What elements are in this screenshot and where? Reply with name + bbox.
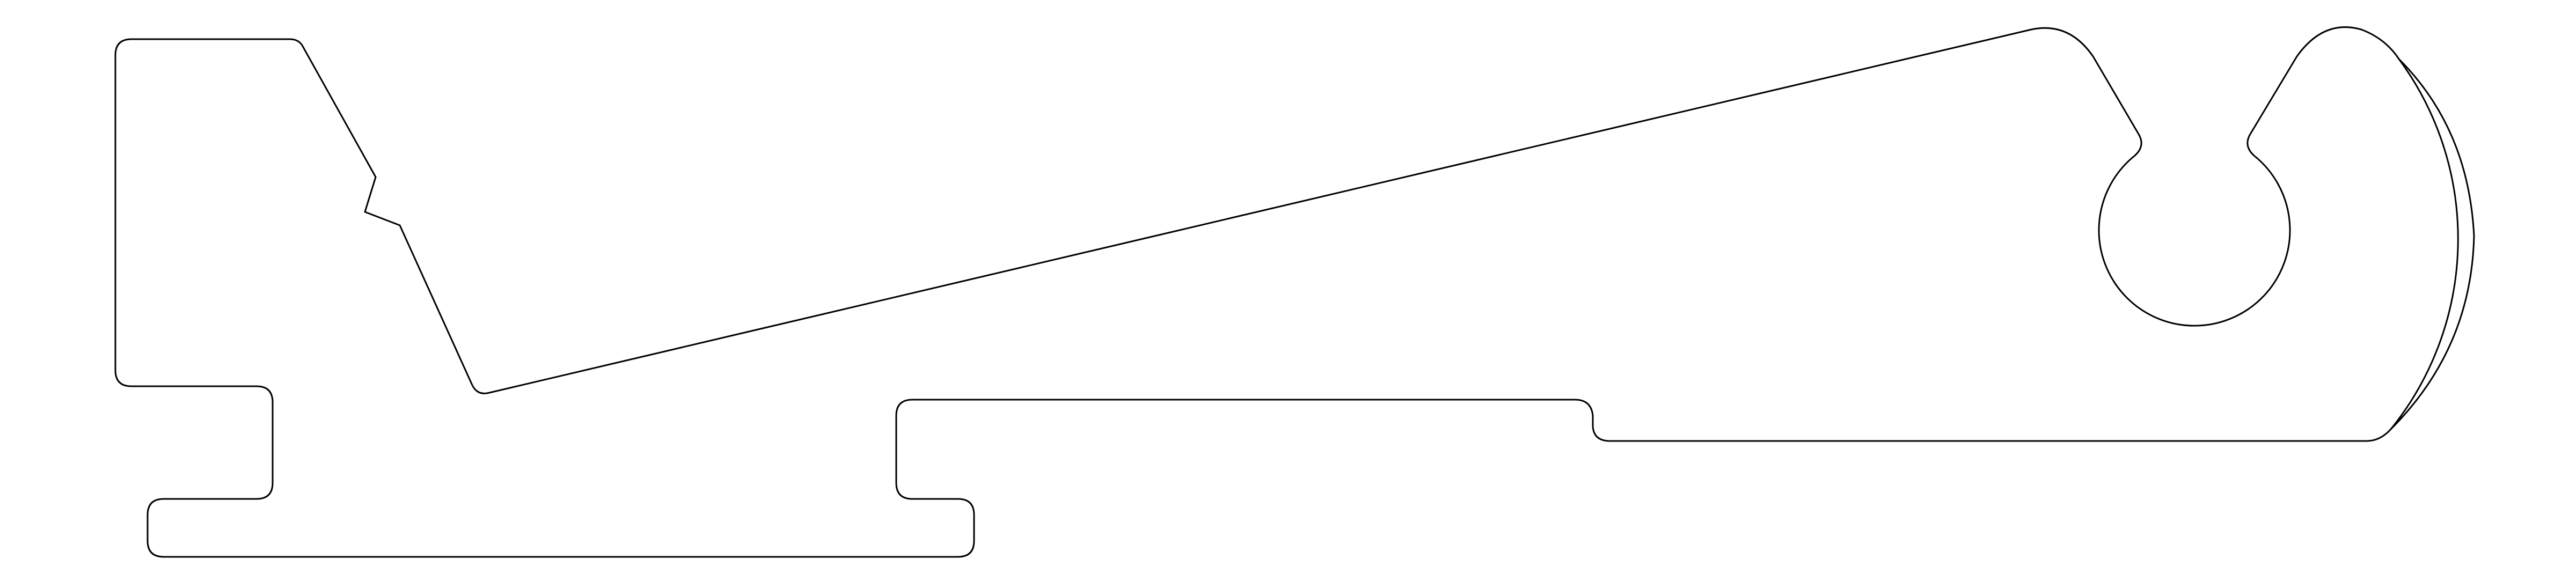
handle-hook-curve [2390,58,2475,430]
stand-profile-outline [114,26,2459,558]
